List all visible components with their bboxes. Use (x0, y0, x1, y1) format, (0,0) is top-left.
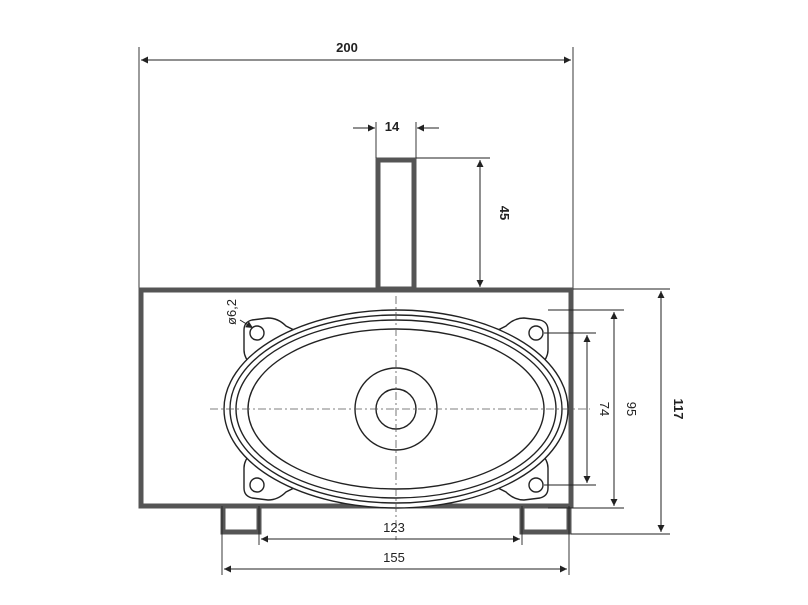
hole-spacing-outer-label: 95 (624, 402, 639, 416)
bass-port-tube (375, 157, 417, 292)
hole-spacing-dimensions: 74 95 (544, 309, 639, 509)
mounting-holes (249, 325, 544, 493)
port-width-dimension: 14 (353, 119, 439, 158)
oval-speaker-driver (210, 296, 590, 540)
overall-height-label: 117 (671, 399, 686, 420)
foot-spacing-inner-label: 123 (383, 520, 405, 535)
port-length-dimension: 45 (416, 157, 512, 287)
overall-width-dimension: 200 (138, 40, 574, 289)
foot-spacing-dimensions: 123 155 (221, 506, 570, 575)
port-width-label: 14 (385, 119, 400, 134)
right-foot (519, 503, 572, 535)
left-foot (220, 503, 262, 535)
enclosure-feet (220, 503, 572, 535)
overall-width-label: 200 (336, 40, 358, 55)
overall-height-dimension: 117 (571, 288, 686, 535)
foot-spacing-outer-label: 155 (383, 550, 405, 565)
hole-spacing-inner-label: 74 (597, 402, 612, 416)
hole-diameter-callout: ø6,2 (224, 299, 254, 329)
hole-diameter-label: ø6,2 (224, 299, 239, 325)
port-length-label: 45 (497, 206, 512, 220)
